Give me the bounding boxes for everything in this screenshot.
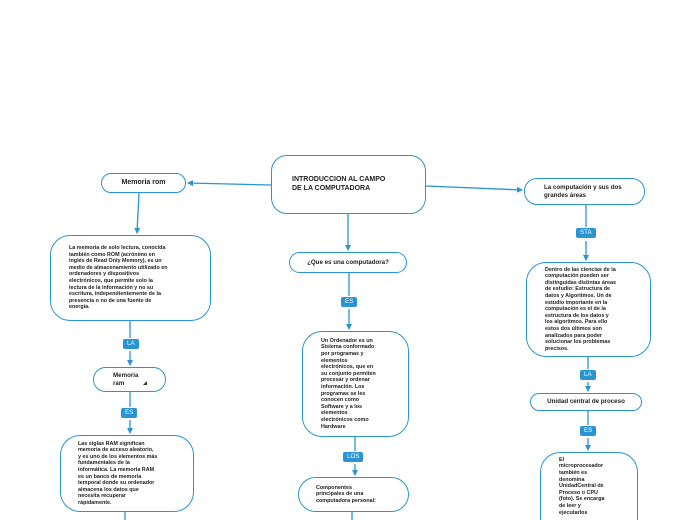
topic-microprocesador[interactable]: El microprocesador también es denomina U… [540, 452, 638, 520]
label-sta[interactable]: STA [576, 228, 596, 239]
topic-dos-grandes-areas[interactable]: La computación y sus dos grandes áreas [524, 178, 645, 205]
topic-que-es-computadora[interactable]: ¿Que es una computadora? [289, 252, 407, 273]
topic-componentes[interactable]: Componentes principales de una computado… [298, 477, 409, 512]
central-topic[interactable]: INTRODUCCION AL CAMPO DE LA COMPUTADORA [271, 155, 426, 214]
link-central-dos-areas [425, 185, 523, 193]
link-central-memoria-rom [187, 180, 272, 187]
label-es[interactable]: ES [341, 297, 358, 308]
topic-ciencias-computacion[interactable]: Dentro de las ciencias de la computación… [526, 262, 651, 357]
label-la[interactable]: LA [123, 339, 139, 350]
note-indicator-icon[interactable] [143, 381, 147, 385]
label-es[interactable]: ES [580, 426, 597, 437]
label-la[interactable]: LA [580, 370, 596, 381]
label-los[interactable]: LOS [343, 452, 364, 463]
label-es[interactable]: ES [121, 408, 138, 419]
topic-ram-definition[interactable]: Las siglas RAM significan memoria de acc… [60, 435, 194, 512]
topic-ordenador-definition[interactable]: Un Ordenador es un Sistema conformado po… [302, 331, 409, 437]
topic-memoria-rom[interactable]: Memoria rom [101, 173, 186, 193]
link-memoria-rom-def [134, 192, 141, 234]
topic-rom-definition[interactable]: La memoria de solo lectura, conocida tam… [50, 235, 211, 321]
topic-memoria-ram[interactable]: Memoria ram [93, 367, 166, 392]
topic-unidad-central-proceso[interactable]: Unidad central de proceso [530, 393, 642, 411]
